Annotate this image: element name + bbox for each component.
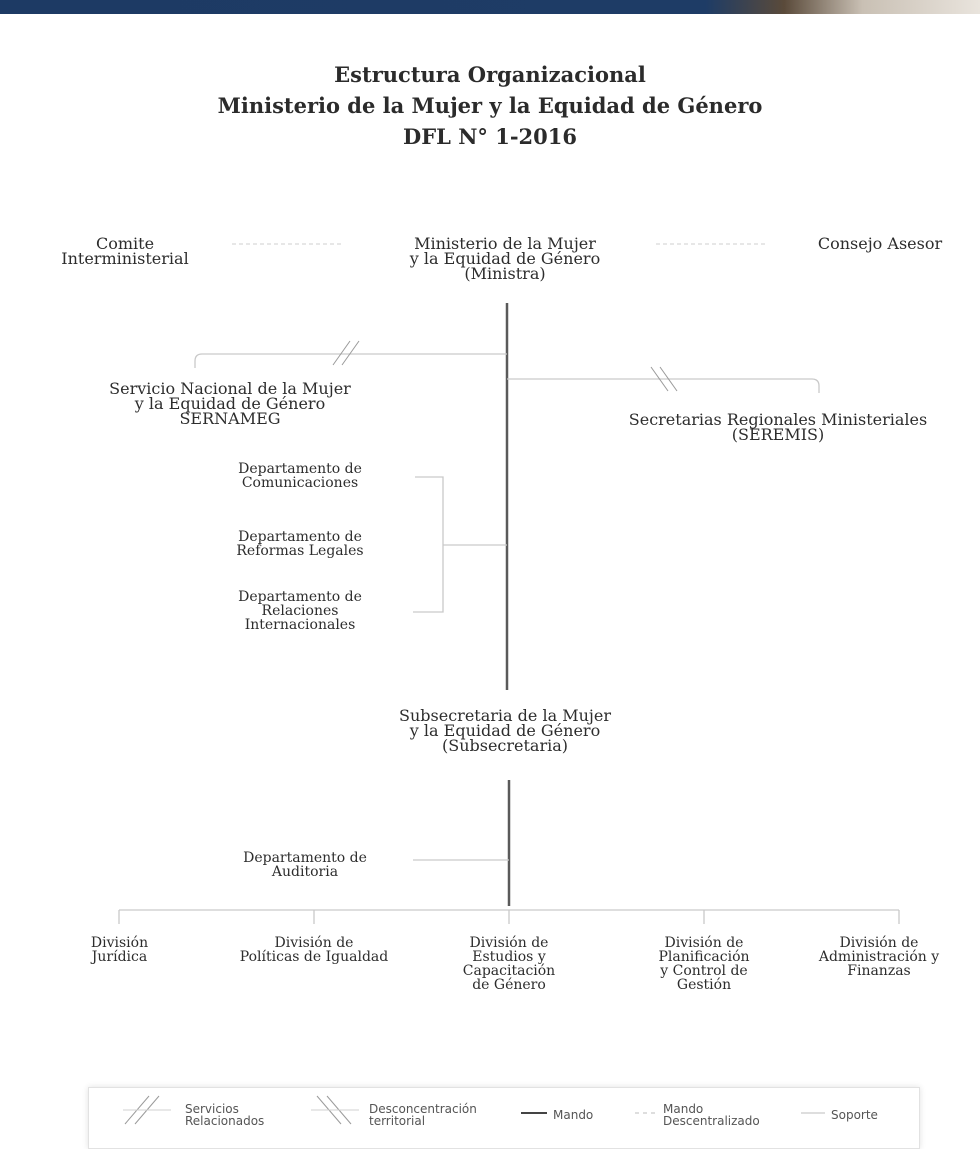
dept-relaciones-internacionales: Departamento de Relaciones Internacional… — [238, 589, 362, 633]
legend-soporte: Soporte — [831, 1108, 878, 1122]
node-consejo-asesor: Consejo Asesor — [817, 234, 943, 253]
legend-desconcentracion-territorial: Desconcentración territorial — [369, 1102, 477, 1128]
node-comite: Comite Interministerial — [61, 234, 189, 268]
seremis-slash-1 — [650, 366, 669, 392]
sernameg-branch — [194, 353, 507, 368]
division-politicas-igualdad: División de Políticas de Igualdad — [239, 935, 389, 965]
sernameg-slash-2 — [341, 340, 360, 366]
page-decree: DFL N° 1-2016 — [403, 124, 577, 149]
division-estudios-capacitacion: División de Estudios y Capacitación de G… — [462, 935, 556, 993]
desconcentracion-territorial-icon — [311, 1095, 359, 1125]
division-planificacion-control: División de Planificación y Control de G… — [658, 935, 750, 993]
page-subtitle: Ministerio de la Mujer y la Equidad de G… — [217, 93, 763, 118]
seremis-slash-2 — [659, 366, 678, 392]
page-title: Estructura Organizacional — [334, 62, 646, 87]
dept-auditoria: Departamento de Auditoria — [243, 850, 367, 880]
node-subsecretaria: Subsecretaria de la Mujer y la Equidad d… — [399, 706, 611, 755]
sernameg-slash-1 — [332, 340, 351, 366]
legend-servicios-relacionados: Servicios Relacionados — [185, 1102, 265, 1128]
division-administracion-finanzas: División de Administración y Finanzas — [818, 935, 940, 979]
division-juridica: División Jurídica — [90, 935, 149, 965]
legend-mando: Mando — [553, 1108, 594, 1122]
legend: Servicios Relacionados Desconcentración … — [88, 1087, 920, 1149]
legend-mando-descentralizado: Mando Descentralizado — [663, 1102, 760, 1128]
departamentos-bracket — [413, 476, 444, 613]
seremis-branch — [507, 378, 820, 393]
node-seremis: Secretarias Regionales Ministeriales (SE… — [628, 410, 928, 444]
servicios-relacionados-icon — [123, 1095, 171, 1125]
node-ministerio: Ministerio de la Mujer y la Equidad de G… — [409, 234, 601, 283]
header-bar — [0, 0, 980, 14]
dept-comunicaciones: Departamento de Comunicaciones — [238, 461, 362, 491]
legend-symbols — [123, 1095, 825, 1125]
dept-reformas-legales: Departamento de Reformas Legales — [236, 529, 364, 559]
node-sernameg: Servicio Nacional de la Mujer y la Equid… — [109, 379, 351, 428]
